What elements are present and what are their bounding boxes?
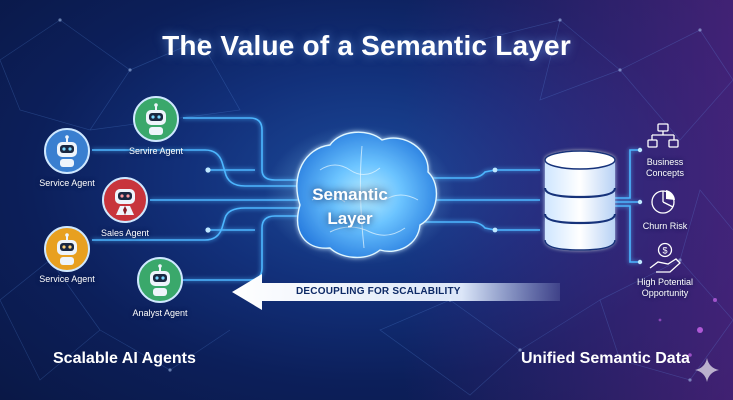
purple-bokeh [658,298,717,357]
agent-label-analyst: Analyst Agent [132,308,188,318]
node-label-line1: Churn Risk [642,221,688,231]
robot-icon [57,233,77,265]
service-agent-avatar-blue [44,128,90,174]
dollar-sign-icon: $ [662,246,667,256]
agent-label-servire: Servire Agent [128,146,184,156]
analyst-agent-avatar [137,257,183,303]
robot-icon [150,264,170,296]
robot-icon [115,189,135,215]
footer-left-label: Scalable AI Agents [53,350,196,367]
semantic-layer-line2: Layer [327,209,373,228]
semantic-layer-line1: Semantic [312,185,388,204]
semantic-layer-label: Semantic Layer [290,183,410,231]
agent-label-sales: Sales Agent [100,228,150,238]
sparkle-icon [695,358,719,382]
hierarchy-icon [647,123,679,148]
node-label-line2: Concepts [645,168,685,178]
robot-icon [57,135,77,167]
robot-icon [146,103,166,135]
money-hand-icon [649,242,681,273]
database-icon [543,150,617,251]
brain-icon [265,125,455,265]
diagram-title: The Value of a Semantic Layer [162,30,571,61]
node-label-line1: High Potential [636,277,694,287]
footer-right-label: Unified Semantic Data [521,350,690,367]
node-label-line1: Business [646,157,684,167]
data-node-label-business-concepts: Business Concepts [630,157,700,179]
connector-endpoints-left [205,167,211,233]
agent-label-service-2: Service Agent [39,274,95,284]
sales-agent-avatar [102,177,148,223]
agent-label-service-1: Service Agent [39,178,95,188]
node-label-line2: Opportunity [641,288,689,298]
connector-endpoints-right [492,147,643,265]
pie-chart-icon [651,190,675,214]
decoupling-arrow [232,274,560,310]
data-node-label-churn-risk: Churn Risk [630,221,700,232]
servire-agent-avatar [133,96,179,142]
data-node-label-high-potential: High Potential Opportunity [622,277,708,299]
decoupling-arrow-label: DECOUPLING FOR SCALABILITY [296,286,461,297]
service-agent-avatar-orange [44,226,90,272]
